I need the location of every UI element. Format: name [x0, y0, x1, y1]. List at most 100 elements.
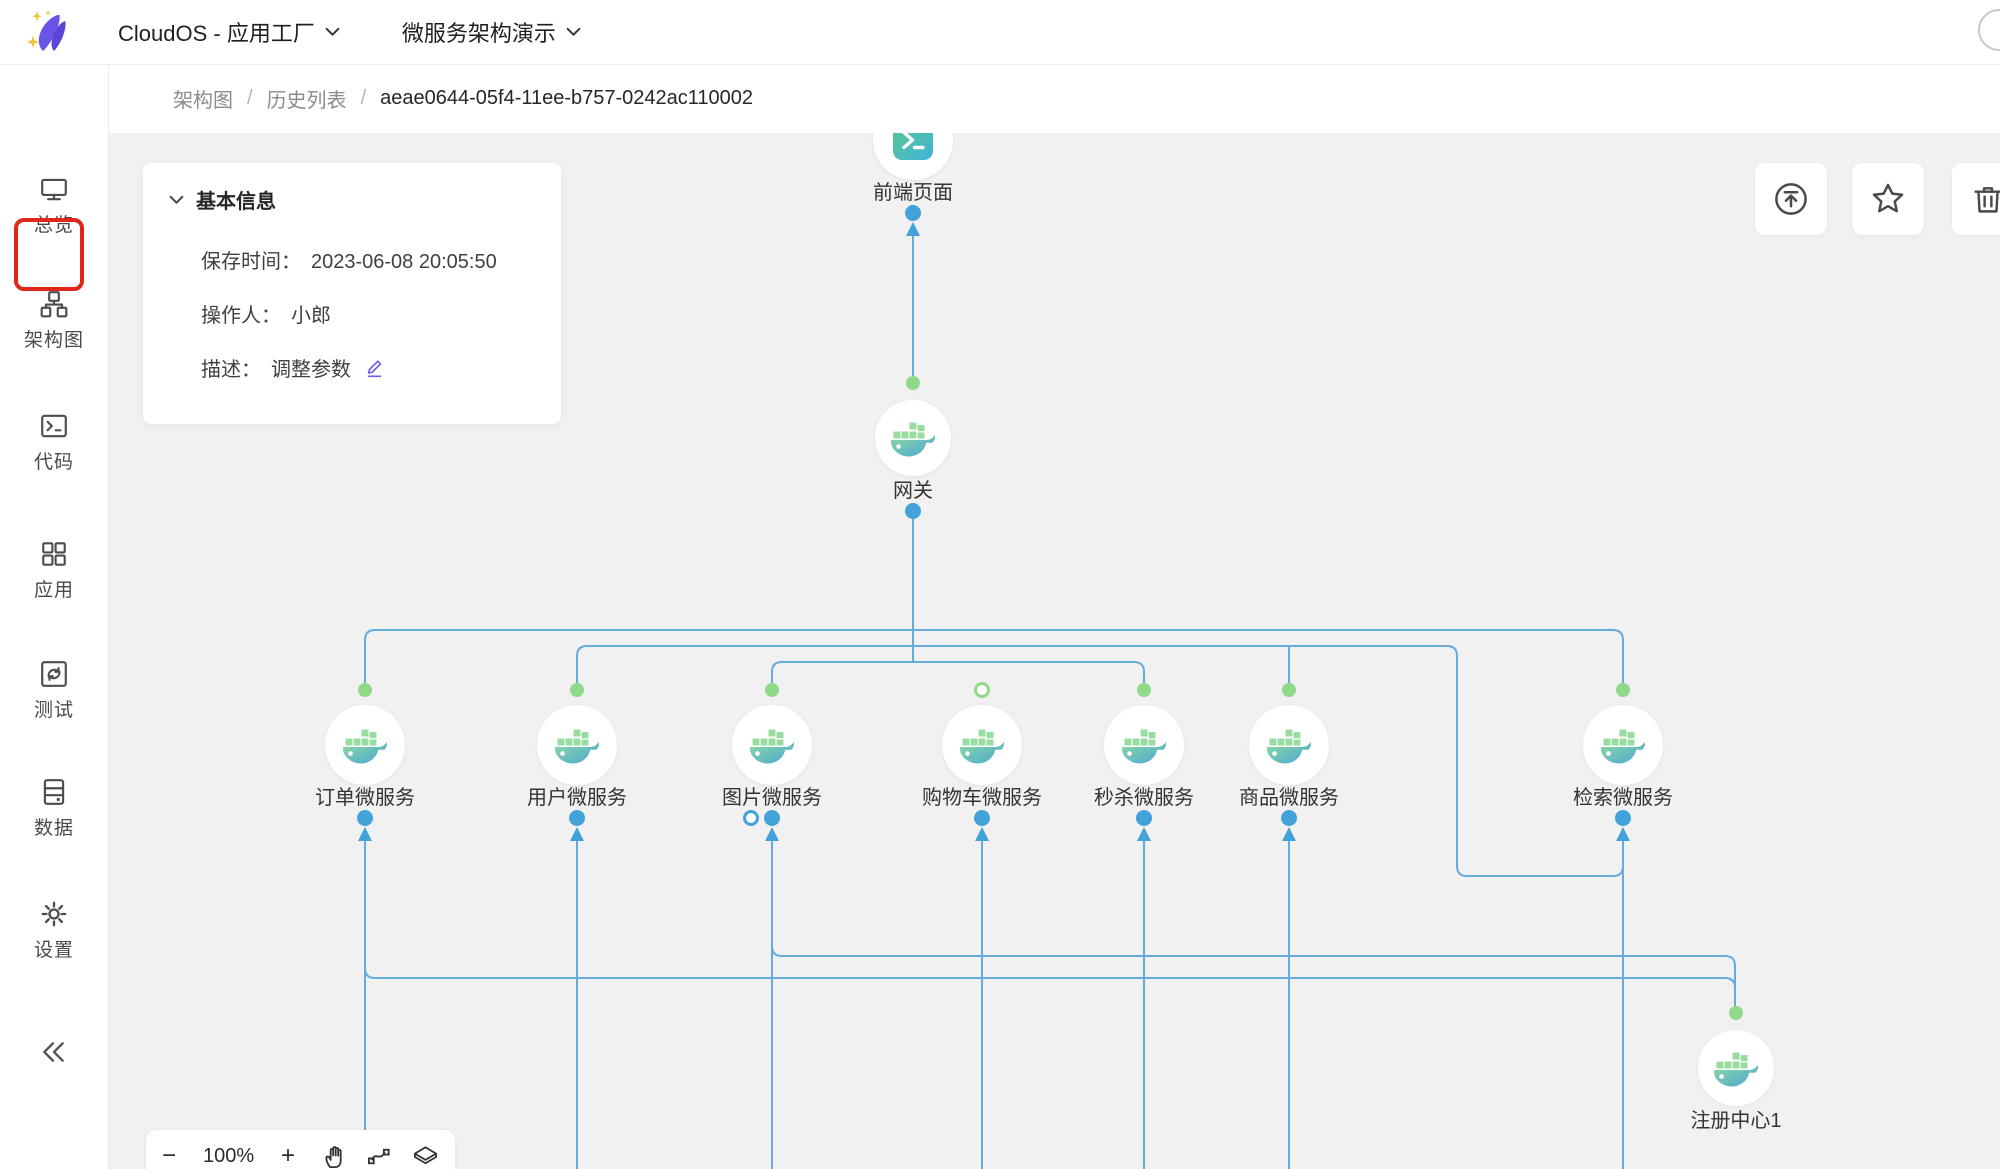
publish-icon: [1773, 181, 1809, 217]
sidebar-item-data[interactable]: 数据: [0, 777, 108, 840]
node-label-gateway: 网关: [893, 480, 933, 502]
publish-button[interactable]: [1755, 163, 1827, 235]
terminal-app-icon: [893, 133, 933, 160]
port-blue-order-ms[interactable]: [357, 810, 373, 826]
pan-tool-button[interactable]: [322, 1143, 349, 1169]
node-registry[interactable]: [1698, 1030, 1774, 1106]
app-title-label: CloudOS - 应用工厂: [118, 21, 315, 46]
port-green-order-ms[interactable]: [358, 683, 372, 697]
sidebar: 总览架构图代码应用测试数据设置: [0, 64, 109, 1169]
app-logo-icon[interactable]: [26, 9, 72, 55]
zoom-in-button[interactable]: +: [281, 1142, 296, 1169]
info-field-1: 操作人： 小郎: [201, 299, 331, 328]
port-blue-frontend-page[interactable]: [905, 205, 921, 221]
sidebar-item-apps[interactable]: 应用: [0, 539, 108, 602]
sidebar-item-label: 代码: [33, 452, 74, 473]
node-label-cart-ms: 购物车微服务: [922, 787, 1042, 809]
project-switcher[interactable]: 微服务架构演示: [402, 16, 581, 48]
port-blue-search-ms[interactable]: [1615, 810, 1631, 826]
breadcrumb-item-1[interactable]: 历史列表: [266, 90, 347, 112]
sidebar-item-overview[interactable]: 总览: [0, 174, 108, 237]
docker-icon: [1120, 725, 1168, 765]
port-green-user-ms[interactable]: [570, 683, 584, 697]
sidebar-item-label: 架构图: [23, 330, 84, 351]
delete-button[interactable]: [1952, 163, 2000, 235]
breadcrumb-item-2: aeae0644-05f4-11ee-b757-0242ac110002: [380, 87, 754, 109]
node-search-ms[interactable]: [1583, 705, 1663, 785]
edge-image-registry: [771, 945, 1736, 1006]
port-green-seckill-ms[interactable]: [1137, 683, 1151, 697]
terminal-icon: [39, 411, 69, 441]
port-green-registry[interactable]: [1729, 1006, 1743, 1020]
port-blue-seckill-ms[interactable]: [1136, 810, 1152, 826]
port-green-image-ms[interactable]: [765, 683, 779, 697]
sidebar-item-settings[interactable]: 设置: [0, 899, 108, 962]
gear-icon: [39, 899, 69, 929]
port-blue-gateway[interactable]: [905, 503, 921, 519]
node-gateway[interactable]: [875, 400, 951, 476]
sidebar-item-architecture[interactable]: 架构图: [0, 289, 108, 352]
node-label-user-ms: 用户微服务: [527, 787, 627, 809]
node-order-ms[interactable]: [325, 705, 405, 785]
edge-branch-1: [364, 629, 1624, 683]
port-green-search-ms[interactable]: [1616, 683, 1630, 697]
node-cart-ms[interactable]: [942, 705, 1022, 785]
edge-arrowhead: [570, 827, 584, 841]
zoom-level: 100%: [202, 1144, 255, 1167]
port-blue-image-ms[interactable]: [764, 810, 780, 826]
edge-arrowhead: [765, 827, 779, 841]
edge-branch-2: [576, 645, 1624, 877]
node-label-frontend-page: 前端页面: [873, 182, 953, 204]
grid-icon: [39, 539, 69, 569]
edge-arrowhead: [358, 827, 372, 841]
info-field-text: 描述： 调整参数: [201, 359, 351, 381]
node-product-ms[interactable]: [1249, 705, 1329, 785]
port-blue-cart-ms[interactable]: [974, 810, 990, 826]
breadcrumb-item-0[interactable]: 架构图: [173, 90, 233, 112]
docker-icon: [748, 725, 796, 765]
edges-layer: [357, 205, 1743, 1169]
info-field-2: 描述： 调整参数: [201, 353, 384, 382]
sidebar-item-test[interactable]: 测试: [0, 659, 108, 722]
node-user-ms[interactable]: [537, 705, 617, 785]
collapse-left-icon: [40, 1039, 68, 1065]
port-green-hollow-cart-ms[interactable]: [974, 682, 990, 698]
connector-tool-button[interactable]: [367, 1143, 394, 1169]
favorite-button[interactable]: [1852, 163, 1924, 235]
breadcrumb-separator: /: [247, 87, 253, 109]
sidebar-item-label: 数据: [33, 818, 74, 839]
zoom-toolbar: − 100% +: [146, 1130, 455, 1169]
sidebar-item-label: 测试: [33, 700, 74, 721]
sitemap-icon: [39, 289, 69, 319]
layers-tool-button[interactable]: [412, 1143, 439, 1169]
sidebar-item-label: 应用: [33, 580, 74, 601]
avatar[interactable]: [1978, 9, 2000, 51]
edge-order-registry: [364, 967, 1736, 1006]
breadcrumb: 架构图/历史列表/aeae0644-05f4-11ee-b757-0242ac1…: [173, 84, 753, 113]
node-seckill-ms[interactable]: [1104, 705, 1184, 785]
sidebar-item-code[interactable]: 代码: [0, 411, 108, 474]
zoom-out-button[interactable]: −: [162, 1142, 177, 1169]
port-blue-user-ms[interactable]: [569, 810, 585, 826]
workspace-switcher[interactable]: CloudOS - 应用工厂: [118, 16, 340, 48]
node-label-product-ms: 商品微服务: [1239, 787, 1339, 809]
port-green-gateway[interactable]: [906, 376, 920, 390]
port-blue-hollow-image-ms[interactable]: [743, 810, 759, 826]
chevron-down-icon: [566, 27, 581, 37]
test-icon: [39, 659, 69, 689]
edge-arrowhead: [1137, 827, 1151, 841]
diagram-canvas[interactable]: 前端页面网关订单微服务用户微服务图片微服务购物车微服务秒杀微服务商品微服务检索微…: [108, 133, 2000, 1169]
node-image-ms[interactable]: [732, 705, 812, 785]
edge-arrowhead: [906, 222, 920, 236]
edit-description-icon[interactable]: [365, 357, 384, 378]
port-blue-product-ms[interactable]: [1281, 810, 1297, 826]
collapse-chevron-icon[interactable]: [169, 195, 184, 205]
top-navbar: CloudOS - 应用工厂 微服务架构演示: [0, 0, 2000, 65]
chevron-down-icon: [325, 27, 340, 37]
sidebar-collapse-button[interactable]: [0, 1039, 108, 1065]
info-field-0: 保存时间： 2023-06-08 20:05:50: [201, 245, 497, 274]
port-green-product-ms[interactable]: [1282, 683, 1296, 697]
edge-branch-3: [771, 661, 1145, 683]
